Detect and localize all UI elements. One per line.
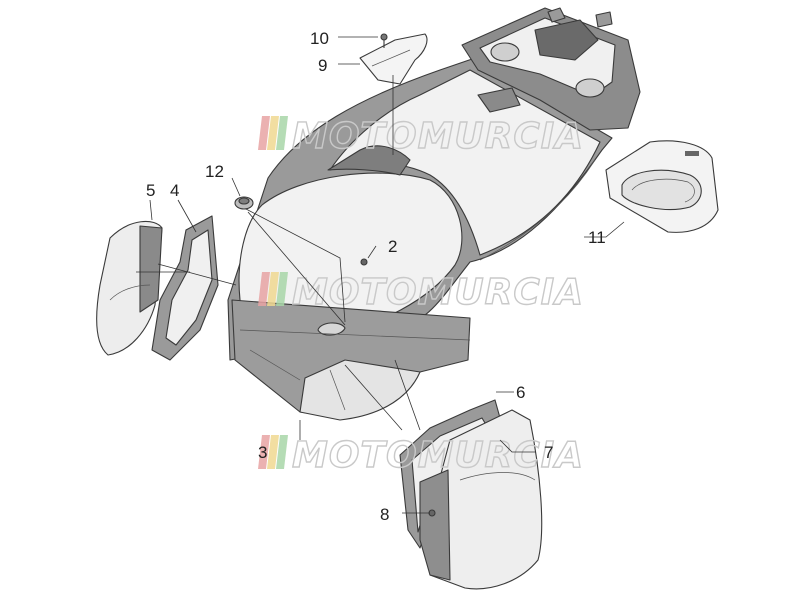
watermark-text: MOTOMURCIA (292, 272, 584, 313)
left-cover-part (96, 220, 163, 356)
watermark-top: MOTOMURCIA (258, 115, 584, 158)
helmet-compartment-part (227, 57, 613, 421)
part-label-5: 5 (146, 181, 155, 200)
watermark-stripes (258, 116, 288, 150)
screw-part-10 (380, 33, 388, 48)
left-bracket-part (151, 215, 219, 361)
watermark-text: MOTOMURCIA (292, 116, 584, 157)
small-cover-part (359, 33, 428, 85)
part-label-3: 3 (258, 443, 267, 462)
watermark-text: MOTOMURCIA (292, 435, 584, 476)
part-label-4: 4 (170, 181, 179, 200)
part-label-9: 9 (318, 56, 327, 75)
part-label-7: 7 (544, 443, 553, 462)
watermark-stripes (258, 272, 288, 306)
part-label-6: 6 (516, 383, 525, 402)
part-label-1: 1 (260, 413, 269, 432)
part-label-8: 8 (380, 505, 389, 524)
part-label-2: 2 (388, 237, 397, 256)
cover-tray-part (605, 140, 719, 233)
watermark-stripes (258, 435, 288, 469)
leader-lines (136, 36, 625, 514)
part-label-11: 11 (588, 228, 606, 247)
part-number-labels: 10 9 12 5 4 2 11 6 7 8 3 1 (146, 29, 606, 524)
rear-tray-part (461, 7, 641, 131)
part-label-10: 10 (310, 29, 329, 48)
right-cover-part (419, 409, 543, 590)
part-label-12: 12 (205, 162, 224, 181)
watermark-middle: MOTOMURCIA (258, 271, 584, 314)
grommet-part (234, 196, 254, 210)
clip-part (360, 258, 368, 266)
watermark-bottom: MOTOMURCIA (258, 434, 584, 477)
